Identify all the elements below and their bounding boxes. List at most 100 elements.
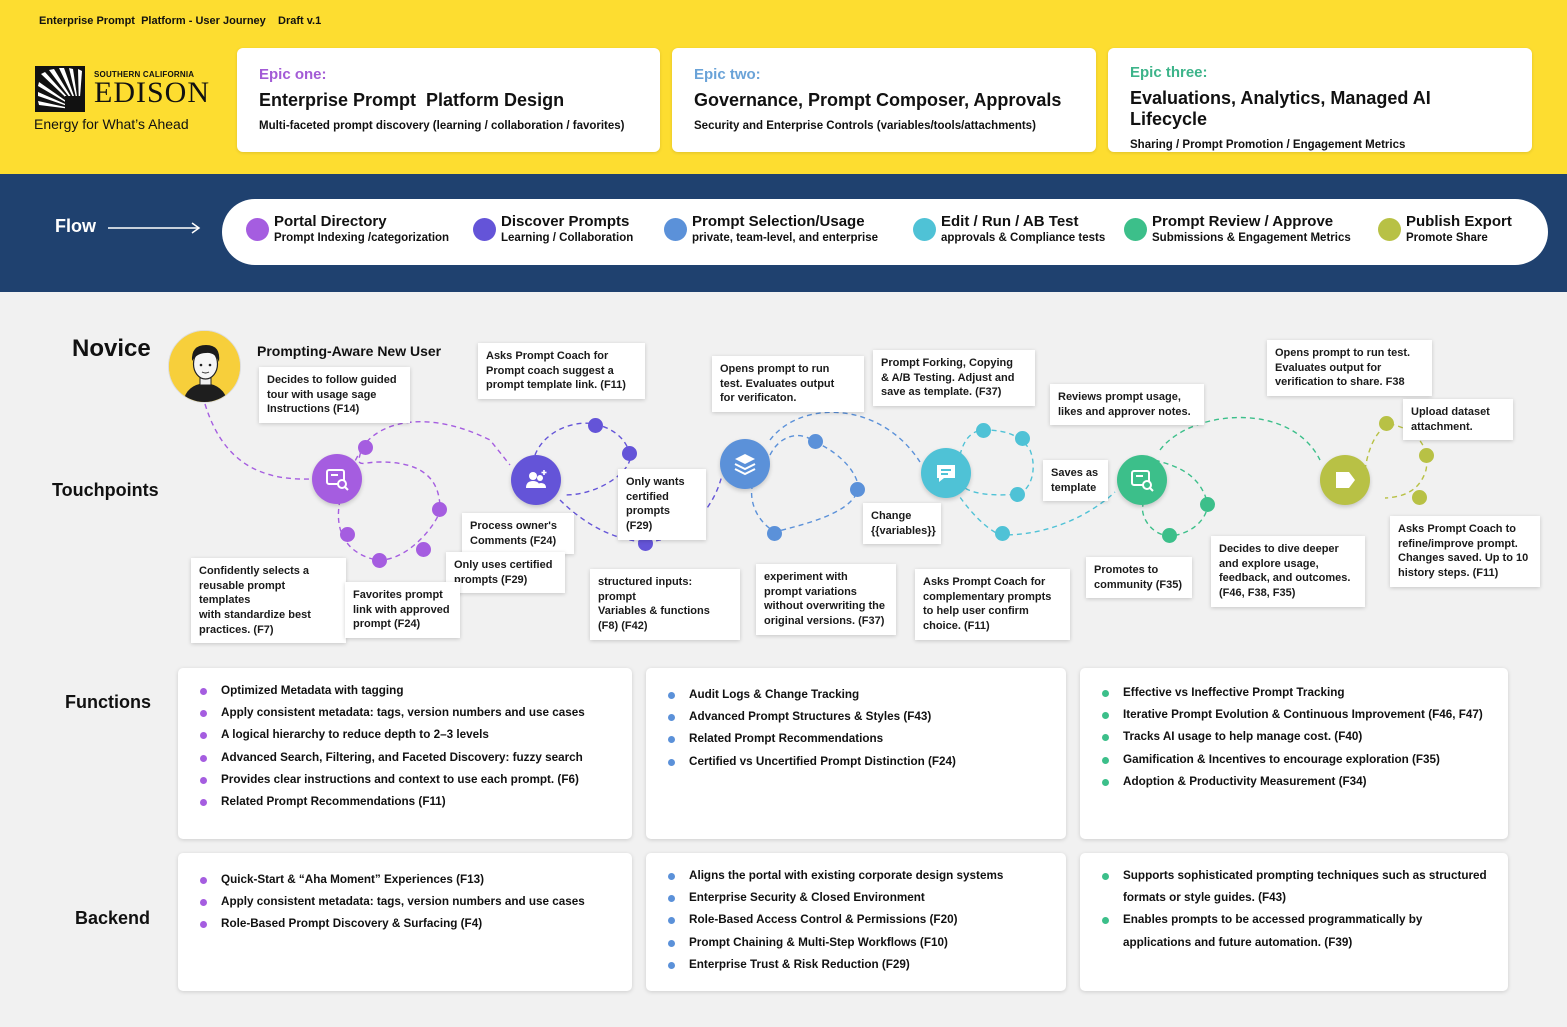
flow-step-dot (913, 218, 936, 241)
flow-step-dot (473, 218, 496, 241)
neutral-face-icon (976, 423, 991, 438)
function-item: A logical hierarchy to reduce depth to 2… (200, 724, 612, 746)
function-item: Optimized Metadata with tagging (200, 680, 612, 702)
function-item: Advanced Prompt Structures & Styles (F43… (668, 706, 1046, 728)
flow-step-dot (664, 218, 687, 241)
touchpoint-card: Asks Prompt Coach to refine/improve prom… (1390, 516, 1540, 587)
backend-box-epic-one: Quick-Start & “Aha Moment” Experiences (… (178, 853, 632, 991)
touchpoint-card: Change {{variables}} (863, 503, 941, 545)
touchpoint-card: Prompt Forking, Copying & A/B Testing. A… (873, 350, 1035, 406)
edison-logo: SOUTHERN CALIFORNIA EDISON Energy for Wh… (15, 48, 225, 150)
persona-row-label: Novice (72, 335, 151, 362)
backend-item: Apply consistent metadata: tags, version… (200, 891, 612, 913)
sad-face-icon (358, 440, 373, 455)
smile-face-icon (1162, 528, 1177, 543)
touchpoint-node-prompt-review[interactable] (1117, 455, 1167, 505)
smile-face-icon (340, 527, 355, 542)
backend-item: Role-Based Prompt Discovery & Surfacing … (200, 913, 612, 935)
backend-row-label: Backend (75, 908, 151, 928)
touchpoint-card: experiment with prompt variations withou… (756, 564, 896, 635)
function-item: Effective vs Ineffective Prompt Tracking (1102, 682, 1488, 704)
epic-title: Enterprise Prompt Platform Design (259, 90, 565, 110)
flow-step-subtitle: Promote Share (1406, 232, 1488, 244)
flow-step-title: Discover Prompts (501, 213, 630, 230)
flow-step-subtitle: Submissions & Engagement Metrics (1152, 232, 1351, 244)
sad-face-icon (808, 434, 823, 449)
functions-box-epic-two: Audit Logs & Change Tracking Advanced Pr… (646, 668, 1066, 839)
function-item: Apply consistent metadata: tags, version… (200, 702, 612, 724)
epic-subtitle: Sharing / Prompt Promotion / Engagement … (1130, 139, 1406, 151)
smile-face-icon (767, 526, 782, 541)
touchpoints-row-label: Touchpoints (52, 480, 159, 500)
touchpoint-card: Only uses certified prompts (F29) (446, 552, 565, 594)
epic-kicker: Epic two: (694, 66, 761, 83)
flow-band: Flow Portal Directory Prompt Indexing /c… (0, 174, 1567, 292)
function-item: Advanced Search, Filtering, and Faceted … (200, 747, 612, 769)
sunburst-logo-icon (35, 66, 85, 112)
sad-face-icon (588, 418, 603, 433)
touchpoint-card: Favorites prompt link with approved prom… (345, 582, 460, 638)
function-item: Audit Logs & Change Tracking (668, 684, 1046, 706)
touchpoint-card: Reviews prompt usage, likes and approver… (1050, 384, 1204, 426)
flow-arrow-icon (108, 222, 201, 234)
touchpoint-node-edit-run-ab-test[interactable] (921, 448, 971, 498)
touchpoint-card: Opens prompt to run test. Evaluates outp… (1267, 340, 1432, 396)
smile-face-icon (372, 553, 387, 568)
logo-southern-california: SOUTHERN CALIFORNIA (94, 70, 195, 79)
flow-step-title: Prompt Selection/Usage (692, 213, 865, 230)
flow-step-dot (246, 218, 269, 241)
function-item: Tracks AI usage to help manage cost. (F4… (1102, 726, 1488, 748)
touchpoint-card: Process owner's Comments (F24) (462, 513, 574, 555)
flow-step-subtitle: Prompt Indexing /categorization (274, 232, 450, 244)
document-title: Enterprise Prompt Platform - User Journe… (39, 15, 322, 27)
neutral-face-icon (1010, 487, 1025, 502)
chat-icon (937, 465, 955, 482)
sad-face-icon (622, 446, 637, 461)
flow-step-title: Publish Export (1406, 213, 1512, 230)
epic-title: Evaluations, Analytics, Managed AI Lifec… (1130, 88, 1431, 129)
logo-tagline: Energy for What’s Ahead (34, 116, 189, 132)
function-item: Provides clear instructions and context … (200, 769, 612, 791)
persona-name: Prompting-Aware New User (257, 343, 442, 359)
backend-item: Prompt Chaining & Multi-Step Workflows (… (668, 932, 1046, 954)
touchpoint-node-publish-export[interactable] (1320, 455, 1370, 505)
flow-label: Flow (55, 216, 96, 236)
touchpoint-node-discover-prompts[interactable] (511, 455, 561, 505)
flow-step-dot (1378, 218, 1401, 241)
epic-kicker: Epic one: (259, 66, 327, 83)
epic-card-two: Epic two: Governance, Prompt Composer, A… (672, 48, 1096, 152)
smile-face-icon (1015, 431, 1030, 446)
logo-edison: EDISON (94, 76, 210, 109)
epic-card-one: Epic one: Enterprise Prompt Platform Des… (237, 48, 660, 152)
epic-kicker: Epic three: (1130, 64, 1208, 81)
flow-step-subtitle: Learning / Collaboration (501, 232, 634, 244)
touchpoint-card: structured inputs: prompt Variables & fu… (590, 569, 740, 640)
backend-item: Role-Based Access Control & Permissions … (668, 909, 1046, 931)
neutral-face-icon (1200, 497, 1215, 512)
touchpoint-card: Upload dataset attachment. (1403, 399, 1513, 441)
tag-icon (1336, 472, 1355, 488)
flow-steps-bar: Portal Directory Prompt Indexing /catego… (222, 199, 1548, 265)
touchpoint-card: Promotes to community (F35) (1086, 557, 1192, 599)
touchpoint-node-prompt-selection[interactable] (720, 439, 770, 489)
touchpoint-card: Opens prompt to run test. Evaluates outp… (712, 356, 864, 412)
flow-step-title: Prompt Review / Approve (1152, 213, 1334, 230)
smile-face-icon (432, 502, 447, 517)
flow-step-title: Portal Directory (274, 213, 387, 230)
search-doc-icon (1131, 470, 1154, 492)
epic-card-three: Epic three: Evaluations, Analytics, Mana… (1108, 48, 1532, 152)
epic-subtitle: Security and Enterprise Controls (variab… (694, 120, 1036, 132)
sad-face-icon (638, 536, 653, 551)
backend-box-epic-two: Aligns the portal with existing corporat… (646, 853, 1066, 991)
touchpoint-card: Confidently selects a reusable prompt te… (191, 558, 346, 644)
flow-step-dot (1124, 218, 1147, 241)
flow-step-subtitle: private, team-level, and enterprise (692, 232, 878, 244)
function-item: Iterative Prompt Evolution & Continuous … (1102, 704, 1488, 726)
touchpoint-card: Asks Prompt Coach for Prompt coach sugge… (478, 343, 645, 399)
touchpoint-card: Asks Prompt Coach for complementary prom… (915, 569, 1070, 640)
touchpoint-node-portal-directory[interactable] (312, 454, 362, 504)
smile-face-icon (1412, 490, 1427, 505)
users-icon (526, 470, 547, 488)
function-item: Gamification & Incentives to encourage e… (1102, 749, 1488, 771)
function-item: Related Prompt Recommendations (668, 728, 1046, 750)
